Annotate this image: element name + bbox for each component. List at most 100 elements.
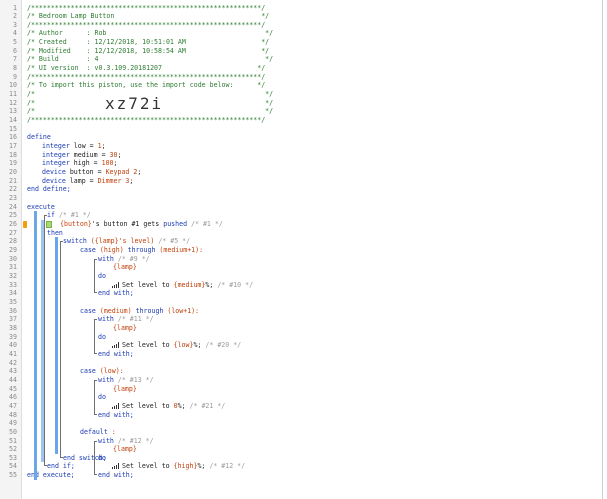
with-block-bracket [94,379,97,415]
line-number: 13 [9,107,17,116]
action-comment: /* #10 */ [217,280,254,289]
case-expression: : [107,427,116,436]
action-suffix: %; [197,462,206,471]
code-line: /* */ [27,90,273,99]
line-number: 48 [9,410,17,419]
line-number: 16 [9,133,17,142]
code-line: /* Bedroom Lamp Button */ [27,12,269,21]
level-icon [112,342,119,349]
modified-line: /* Modified : 12/12/2018, 10:58:54 AM */ [27,46,270,55]
line-number: 33 [9,280,17,289]
end-with-keyword: end with; [98,410,134,419]
with-device: {lamp} [113,445,137,454]
line-number: 38 [9,323,17,332]
code-line: end switch; [63,454,107,463]
code-line: end with; [98,350,134,359]
with-block-bracket [94,319,97,354]
case-clause: case (medium) through (low+1): [80,307,199,316]
code-line: execute [27,203,55,212]
code-line: {lamp} [113,445,137,454]
code-line: do [98,333,106,342]
with-block-bracket [94,258,97,294]
assign-op: = [97,150,110,159]
code-line: /***************************************… [27,73,265,82]
switch-statement: switch ({lamp}'s level) /* #5 */ [63,237,190,246]
line-number: 52 [9,445,17,454]
if-statement: if /* #1 */ [47,211,91,220]
code-line: /* */ [27,99,273,108]
execute-keyword: execute [27,202,55,211]
line-number: 54 [9,462,17,471]
assign-op: = [93,168,106,177]
condition-text: 's button #1 gets [91,220,164,228]
var-type: integer [42,159,70,168]
var-value: 100 [101,159,114,168]
created-line: /* Created : 12/12/2018, 10:51:01 AM */ [27,38,270,47]
code-line: {lamp} [113,263,137,272]
line-number: 14 [9,116,17,125]
case-keyword: case [80,367,96,376]
with-keyword: with [98,254,114,263]
statement-comment: /* #1 */ [58,211,91,220]
action-task: Set level to 0%; /* #21 */ [122,402,225,411]
do-keyword: do [98,271,106,280]
semicolon: ; [113,159,118,168]
var-value: 30 [109,150,118,159]
line-number: 10 [9,81,17,90]
line-number: 18 [9,150,17,159]
condition-status-icon [46,220,52,228]
with-keyword: with [98,436,114,445]
line-number: 15 [9,124,17,133]
with-block-bracket [94,440,97,476]
line-number: 41 [9,349,17,358]
line-number: 44 [9,375,17,384]
case-expression: (low): [95,367,124,376]
var-value: Keypad 2 [105,168,138,177]
line-number: 5 [13,38,17,47]
line-number: 30 [9,254,17,263]
var-type: device [42,176,66,185]
line-number: 28 [9,237,17,246]
line-number: 50 [9,427,17,436]
code-line: /***************************************… [27,21,265,30]
line-number: 47 [9,401,17,410]
code-line: end define; [27,185,71,194]
line-number: 9 [13,72,17,81]
end-switch-keyword: end switch; [63,453,107,462]
action-text: Set level to [122,280,174,289]
level-icon [112,281,119,288]
var-value: Dimmer 3 [97,176,130,185]
action-suffix: %; [177,401,186,410]
code-line: /* To import this piston, use the import… [27,81,265,90]
import-code[interactable]: xz72i [105,94,164,114]
line-number: 32 [9,271,17,280]
line-number: 26 [9,220,17,228]
semicolon: ; [101,142,106,151]
code-line: /* UI version : v0.3.109.20181207 */ [27,64,265,73]
with-comment: /* #11 */ [117,315,154,324]
line-number: 40 [9,341,17,350]
code-line: /* Build : 4 */ [27,55,273,64]
assign-op: = [85,142,98,151]
line-number: 31 [9,263,17,272]
line-number: 36 [9,306,17,315]
action-task: Set level to {low}%; /* #20 */ [122,341,241,350]
var-type: integer [42,142,70,151]
code-line: {lamp} [113,324,137,333]
variable-declaration: integer high = 100; [42,159,118,168]
var-type: device [42,168,66,177]
warning-icon[interactable] [23,221,27,228]
assign-op: = [85,176,98,185]
variable-declaration: integer medium = 30; [42,151,121,160]
with-block: with /* #11 */ [98,315,154,324]
do-keyword: do [98,332,106,341]
code-line: /* Author : Rob */ [27,29,273,38]
line-number: 34 [9,289,17,298]
code-line: end if; [47,462,75,471]
header-stars: /***************************************… [27,116,266,125]
with-device: {lamp} [113,384,137,393]
line-number: 25 [9,211,17,220]
code-line: end with; [98,471,134,480]
end-with-keyword: end with; [98,349,134,358]
